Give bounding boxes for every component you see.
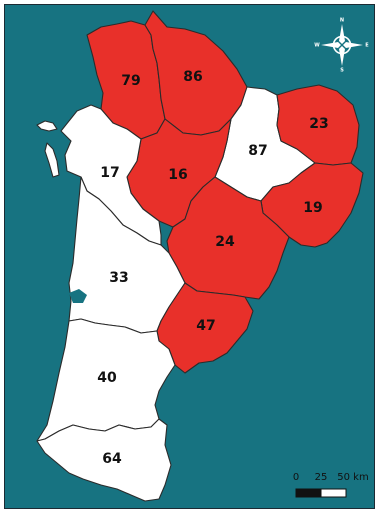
departments-layer bbox=[36, 10, 364, 502]
labels-layer: 79 86 23 87 17 16 19 24 33 47 40 64 bbox=[97, 69, 328, 467]
scale-segment-dark bbox=[295, 488, 322, 498]
map-frame: 79 86 23 87 17 16 19 24 33 47 40 64 N S … bbox=[4, 4, 375, 509]
label-24: 24 bbox=[215, 234, 235, 250]
compass-rose-icon: N S E W bbox=[314, 18, 369, 74]
label-17: 17 bbox=[100, 165, 119, 181]
label-19: 19 bbox=[303, 200, 322, 216]
label-86: 86 bbox=[183, 69, 202, 85]
label-40: 40 bbox=[97, 370, 117, 386]
department-47[interactable] bbox=[156, 282, 254, 374]
scale-segment-light bbox=[320, 488, 347, 498]
label-16: 16 bbox=[168, 167, 187, 183]
label-64: 64 bbox=[102, 451, 122, 467]
compass-west: W bbox=[314, 43, 320, 49]
label-23: 23 bbox=[309, 116, 328, 132]
scale-label-25: 25 bbox=[315, 472, 328, 483]
scale-label-50: 50 km bbox=[337, 472, 368, 483]
label-79: 79 bbox=[121, 73, 140, 89]
scale-label-0: 0 bbox=[293, 472, 299, 483]
compass-south: S bbox=[340, 68, 344, 74]
department-64 bbox=[36, 418, 172, 502]
compass-east: E bbox=[365, 43, 369, 49]
label-33: 33 bbox=[109, 270, 128, 286]
island-re bbox=[36, 120, 58, 132]
arcachon-basin bbox=[69, 289, 87, 303]
island-oleron bbox=[44, 142, 60, 178]
map-canvas: 79 86 23 87 17 16 19 24 33 47 40 64 N S … bbox=[5, 5, 374, 508]
compass-north: N bbox=[340, 18, 344, 24]
label-47: 47 bbox=[196, 318, 215, 334]
scale-bar: 0 25 50 km bbox=[293, 472, 369, 498]
label-87: 87 bbox=[248, 143, 267, 159]
